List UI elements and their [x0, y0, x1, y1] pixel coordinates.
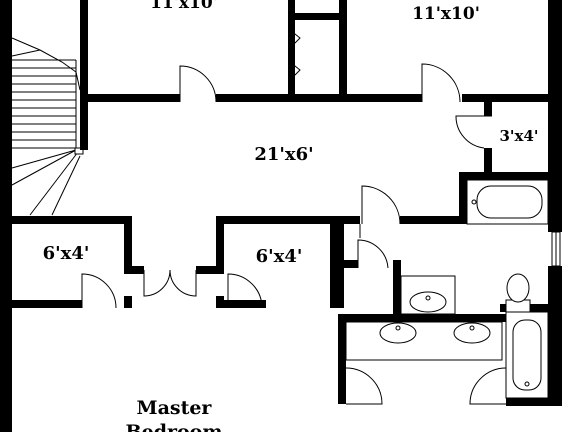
sink-single: [400, 275, 456, 315]
room-label-closet-middle: 6'x4': [256, 246, 303, 267]
staircase: [11, 37, 84, 216]
double-vanity: [345, 321, 503, 361]
window: [551, 231, 561, 267]
room-label-closet-left: 6'x4': [43, 243, 90, 264]
room-label-hallway: 21'x6': [254, 144, 313, 165]
room-label-bedroom: Bedroom: [126, 421, 223, 432]
room-label-linen-closet: 3'x4': [499, 127, 538, 145]
bathtub-lower: [505, 311, 549, 399]
bathtub-upper: [466, 179, 549, 225]
room-label-bedroom-top-right: 11'x10': [412, 4, 480, 24]
room-label-master: Master: [137, 397, 213, 419]
room-label-bedroom-top-left: 11'x10': [150, 0, 218, 13]
toilet: [505, 273, 531, 315]
doors: [81, 29, 507, 405]
